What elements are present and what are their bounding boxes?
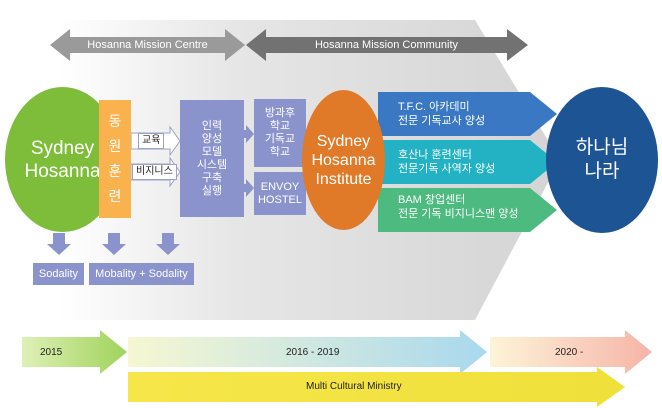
education-label: 교육: [138, 133, 165, 149]
timeline-arrow-2015: [22, 330, 127, 374]
hostel-label: ENVOY HOSTEL: [257, 180, 302, 206]
kingdom-circle: 하나님 나라: [546, 87, 658, 233]
sydney-hosanna-label: Sydney Hosanna: [24, 137, 101, 182]
multicultural-ministry-label: Multi Cultural Ministry: [306, 381, 402, 392]
institute-label: Sydney Hosanna Institute: [311, 132, 376, 188]
school-box: 방과후 학교 기독교 학교: [254, 99, 306, 167]
down-arrow-1: [47, 233, 71, 255]
kingdom-label: 하나님 나라: [575, 137, 629, 182]
mobality-sodality-box: Mobality + Sodality: [89, 263, 194, 285]
timeline-2020-label: 2020 -: [555, 347, 584, 358]
sodality-box: Sodality: [33, 263, 84, 285]
mission-centre-arrow: [50, 29, 245, 61]
timeline-2015-label: 2015: [40, 347, 63, 358]
down-arrow-2: [102, 233, 126, 255]
timeline-2016-2019-label: 2016 - 2019: [286, 347, 340, 358]
ministry-arrow-training: [378, 140, 557, 184]
school-label: 방과후 학교 기독교 학교: [264, 107, 296, 158]
header-mission-centre: Hosanna Mission Centre: [87, 39, 208, 51]
institute-circle: Sydney Hosanna Institute: [302, 90, 385, 230]
mission-community-arrow: [246, 29, 528, 61]
ministry-arrow-tfc: [378, 92, 557, 136]
header-mission-community: Hosanna Mission Community: [314, 39, 459, 51]
training-box: 동 원 훈 련: [99, 100, 131, 218]
training-system-box: 인력 양성 모델 시스템 구축 실행: [180, 100, 244, 217]
timeline-arrow-2020: [490, 330, 652, 374]
ministry-training-label: 호산나 훈련센터 전문기독 사역자 양성: [398, 149, 496, 175]
timeline-arrow-2016-2019: [128, 330, 487, 374]
training-system-label: 인력 양성 모델 시스템 구축 실행: [196, 119, 228, 197]
ministry-tfc-label: T.F.C. 아카데미 전문 기독교사 양성: [398, 101, 486, 127]
ministry-arrow-bam: [378, 188, 557, 232]
hostel-box: ENVOY HOSTEL: [254, 172, 306, 215]
ministry-bam-label: BAM 창업센터 전문 기독 비지니스맨 양성: [398, 194, 519, 220]
business-label: 비지니스: [132, 164, 177, 180]
down-arrow-3: [156, 233, 180, 255]
timeline-arrow-multicultural: [128, 367, 625, 407]
training-label: 동 원 훈 련: [108, 113, 122, 204]
